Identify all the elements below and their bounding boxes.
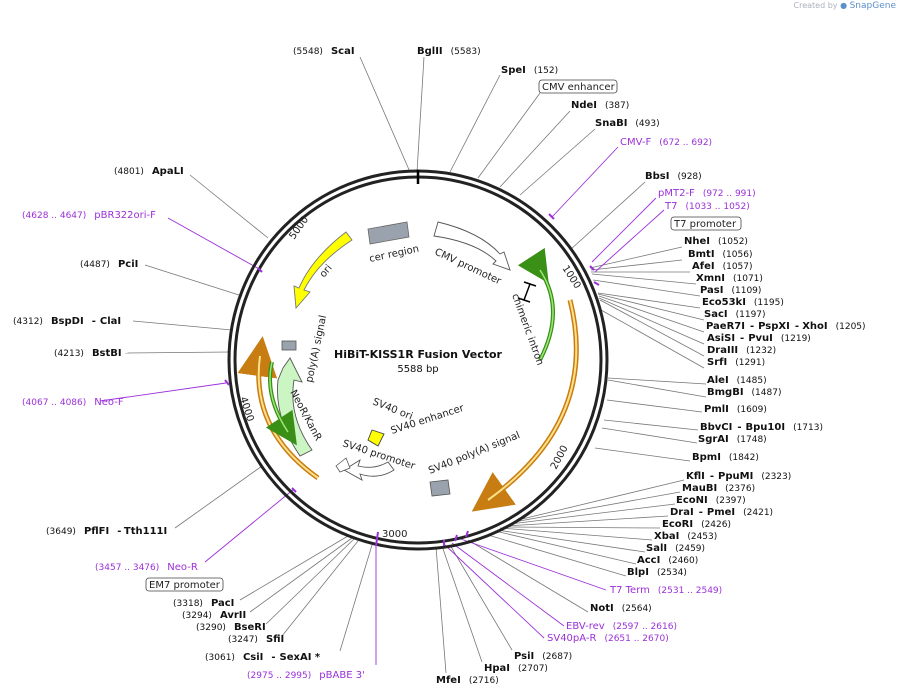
- site-bspdi-clai: (4312)BspDI-ClaI: [13, 316, 121, 327]
- site-csii-sexai: (3061)CsiI-SexAI *: [205, 652, 321, 663]
- site-drai-pmei: DraI-PmeI(2421): [670, 507, 773, 518]
- site-bbsi: BbsI(928): [645, 171, 702, 182]
- site-sali: SalI(2459): [646, 543, 705, 554]
- site-scai: (5548)ScaI: [293, 46, 355, 57]
- site-snabi: SnaBI(493): [595, 118, 660, 129]
- primer-t7-term: T7 Term(2531 .. 2549): [609, 585, 722, 596]
- primer-neo-f: (4067 .. 4086)Neo-F: [22, 397, 124, 408]
- primer-pbabe-3: (2975 .. 2995)pBABE 3': [247, 670, 365, 681]
- leader-lines: [124, 56, 707, 674]
- site-xbai: XbaI(2453): [654, 531, 717, 542]
- cmv-promoter-arrow: [433, 221, 511, 271]
- site-econi: EcoNI(2397): [676, 495, 746, 506]
- primer-marks: [224, 213, 600, 547]
- snapgene-credit: Created by ● SnapGene: [794, 1, 897, 11]
- boxed-em7-promoter: EM7 promoter: [149, 580, 221, 591]
- feature-label-sv40-ori: SV40 ori: [371, 397, 414, 423]
- site-bstbi: (4213)BstBI: [54, 348, 122, 359]
- site-blpi: BlpI(2534): [627, 567, 687, 578]
- primer-labels: CMV-F(672 .. 692) pMT2-F(972 .. 991) T7(…: [22, 137, 756, 681]
- site-bpmi: BpmI(1842): [692, 452, 759, 463]
- site-alei: AleI(1485): [707, 375, 767, 386]
- primer-cmv-f: CMV-F(672 .. 692): [620, 137, 712, 148]
- credit-brand: SnapGene: [849, 1, 896, 11]
- site-paci: (3318)PacI: [173, 598, 234, 609]
- polya-block: [281, 340, 297, 351]
- credit-prefix: Created by: [793, 1, 838, 10]
- tick-3000: 3000: [382, 529, 407, 540]
- feature-label-chimeric-intron: chimeric intron: [509, 292, 545, 367]
- site-asisi-pvui: AsiSI-PvuI(1219): [707, 333, 811, 344]
- primer-neo-r: (3457 .. 3476)Neo-R: [95, 562, 198, 573]
- primer-sv40pa-r: SV40pA-R(2651 .. 2670): [547, 633, 669, 644]
- site-noti: NotI(2564): [590, 603, 652, 614]
- sv40-ori-block: [367, 429, 385, 447]
- boxed-cmv-enhancer: CMV enhancer: [542, 82, 616, 93]
- site-acci: AccI(2460): [637, 555, 698, 566]
- site-paer7i-pspxi-xhoi: PaeR7I-PspXI-XhoI(1205): [706, 321, 866, 332]
- site-psii: PsiI(2687): [514, 651, 572, 662]
- plasmid-name: HiBiT-KISS1R Fusion Vector: [334, 348, 503, 361]
- site-avrii: (3294)AvrII: [182, 610, 246, 621]
- site-bmti: BmtI(1056): [688, 249, 752, 260]
- site-ndei: NdeI(387): [571, 100, 629, 111]
- site-nhei: NheI(1052): [684, 236, 748, 247]
- left-site-labels: (5548)ScaI BglII(5583) (4801)ApaLI (4487…: [13, 46, 481, 663]
- site-pflfi-tth111i: (3649)PflFI-Tth111I: [46, 526, 167, 537]
- feature-label-cer-region: cer region: [368, 244, 420, 265]
- primer-t7: T7(1033 .. 1052): [664, 201, 750, 212]
- feature-label-sv40-polya: SV40 poly(A) signal: [427, 430, 522, 477]
- tick-1000: 1000: [559, 264, 582, 291]
- site-srfi: SrfI(1291): [707, 357, 765, 368]
- site-apali: (4801)ApaLI: [114, 166, 184, 177]
- site-pasi: PasI(1109): [700, 285, 761, 296]
- primer-ebv-rev: EBV-rev(2597 .. 2616): [566, 621, 677, 632]
- site-bmgbi: BmgBI(1487): [707, 387, 781, 398]
- site-spei: SpeI(152): [501, 65, 558, 76]
- neor-kanr-arrow: [277, 357, 313, 457]
- site-sgrai: SgrAI(1748): [698, 434, 767, 445]
- snapgene-logo-icon: ●: [840, 1, 848, 10]
- sv40-polya-block: [429, 479, 451, 497]
- primer-pbr322ori-f: (4628 .. 4647)pBR322ori-F: [22, 210, 156, 221]
- sv40-promoter-arrow: [343, 458, 395, 481]
- site-pmli: PmlI(1609): [704, 404, 767, 415]
- site-sfii: (3247)SfiI: [228, 634, 284, 645]
- site-bbvci-bpu10i: BbvCI-Bpu10I(1713): [700, 422, 823, 433]
- ori-arrow: [293, 231, 353, 310]
- site-draiii: DraIII(1232): [707, 345, 776, 356]
- right-site-labels: SpeI(152) NdeI(387) SnaBI(493) BbsI(928)…: [436, 65, 866, 686]
- site-ecori: EcoRI(2426): [662, 519, 731, 530]
- primer-pmt2-f: pMT2-F(972 .. 991): [658, 188, 756, 199]
- features: [237, 221, 579, 512]
- site-saci: SacI(1197): [704, 309, 766, 320]
- site-pcii: (4487)PciI: [80, 259, 138, 270]
- site-xmni: XmnI(1071): [696, 273, 763, 284]
- em7-arrow: [335, 457, 351, 473]
- boxed-t7-promoter: T7 promoter: [673, 219, 737, 230]
- plasmid-size: 5588 bp: [397, 364, 438, 375]
- primer-leaders: [99, 146, 665, 665]
- site-afei: AfeI(1057): [692, 261, 753, 272]
- site-kfli-ppumi: KflI-PpuMI(2323): [686, 471, 791, 482]
- site-maubi: MauBI(2376): [682, 483, 755, 494]
- cer-region-block: [367, 221, 410, 245]
- site-bglii: BglII(5583): [417, 46, 481, 57]
- site-eco53ki: Eco53kI(1195): [702, 297, 784, 308]
- boxed-labels: CMV enhancer T7 promoter EM7 promoter: [145, 79, 742, 592]
- feature-label-polya: poly(A) signal: [304, 314, 329, 383]
- site-hpai: HpaI(2707): [484, 663, 548, 674]
- site-mfei: MfeI(2716): [436, 675, 499, 686]
- site-beri: (3290)BseRI: [196, 622, 266, 633]
